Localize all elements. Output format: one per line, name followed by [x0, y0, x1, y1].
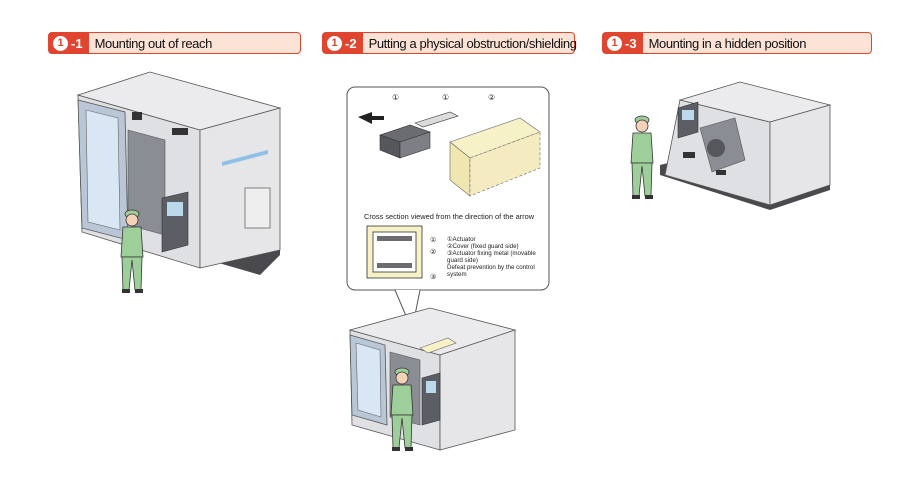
panel-title-1: Mounting out of reach	[94, 35, 213, 51]
legend-line-5: Defeat prevention by the control	[447, 264, 535, 271]
legend-line-3: ③Actuator fixing metal (movable	[447, 250, 536, 257]
panel-badge-3: 1 -3	[603, 33, 643, 53]
marker-side-2: ②	[430, 249, 436, 256]
callout-box	[346, 86, 550, 332]
panel-badge-1: 1 -1	[49, 33, 89, 53]
marker-side-3: ③	[430, 273, 436, 281]
panel-title-2: Putting a physical obstruction/shielding	[368, 35, 577, 51]
machine-illustration-3	[660, 81, 832, 210]
machine-illustration-2	[348, 307, 517, 451]
legend-line-6: system	[447, 271, 467, 278]
panel-header-1: 1 -1 Mounting out of reach	[48, 32, 301, 54]
panel-badge-2: 1 -2	[323, 33, 363, 53]
marker-top-3: ②	[488, 93, 495, 102]
marker-top-2: ①	[442, 93, 449, 102]
panel-title-3: Mounting in a hidden position	[648, 35, 807, 51]
badge-number-2: 1	[327, 35, 342, 51]
machine-illustration-1	[76, 71, 282, 275]
marker-side-1: ①	[430, 236, 436, 244]
legend-line-2: ②Cover (fixed guard side)	[447, 243, 519, 250]
worker-figure-3	[630, 115, 654, 200]
legend-line-1: ①Actuator	[447, 236, 476, 243]
marker-top-1: ①	[392, 93, 399, 102]
badge-sub-2: -2	[345, 35, 357, 51]
badge-number-3: 1	[607, 35, 622, 51]
cross-section-caption: Cross section viewed from the direction …	[364, 212, 535, 221]
badge-number-1: 1	[53, 35, 68, 51]
legend-line-4: guard side)	[447, 257, 478, 264]
panel-header-3: 1 -3 Mounting in a hidden position	[602, 32, 872, 54]
badge-sub-3: -3	[625, 35, 637, 51]
badge-sub-1: -1	[71, 35, 83, 51]
panel-header-2: 1 -2 Putting a physical obstruction/shie…	[322, 32, 577, 54]
